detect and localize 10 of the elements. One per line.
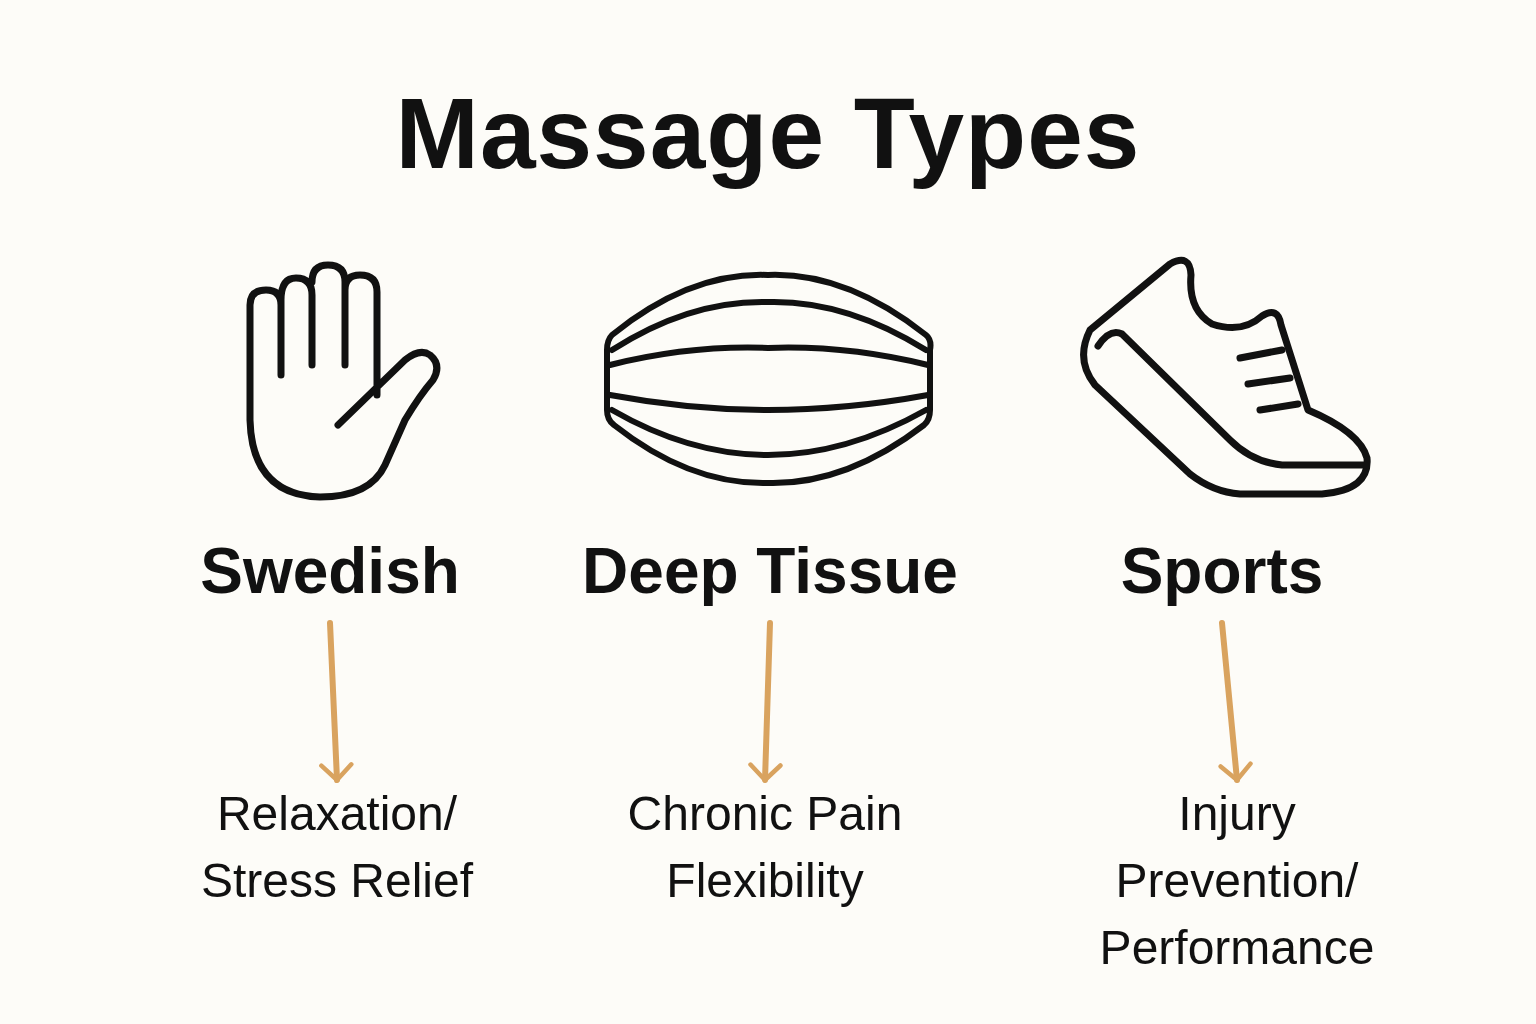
massage-type-label: Swedish	[200, 535, 460, 623]
massage-type-label: Sports	[1120, 535, 1324, 623]
title: Massage Types	[394, 78, 1142, 188]
benefit-label: Chronic Pain Flexibility	[595, 780, 935, 915]
arrow	[319, 620, 354, 783]
arrow	[748, 620, 783, 783]
benefit-label: Relaxation/ Stress Relief	[167, 780, 507, 915]
arrow	[1218, 620, 1253, 783]
massage-type-label: Deep Tissue	[582, 535, 958, 623]
benefit-label: Injury Prevention/ Performance	[1067, 780, 1407, 982]
